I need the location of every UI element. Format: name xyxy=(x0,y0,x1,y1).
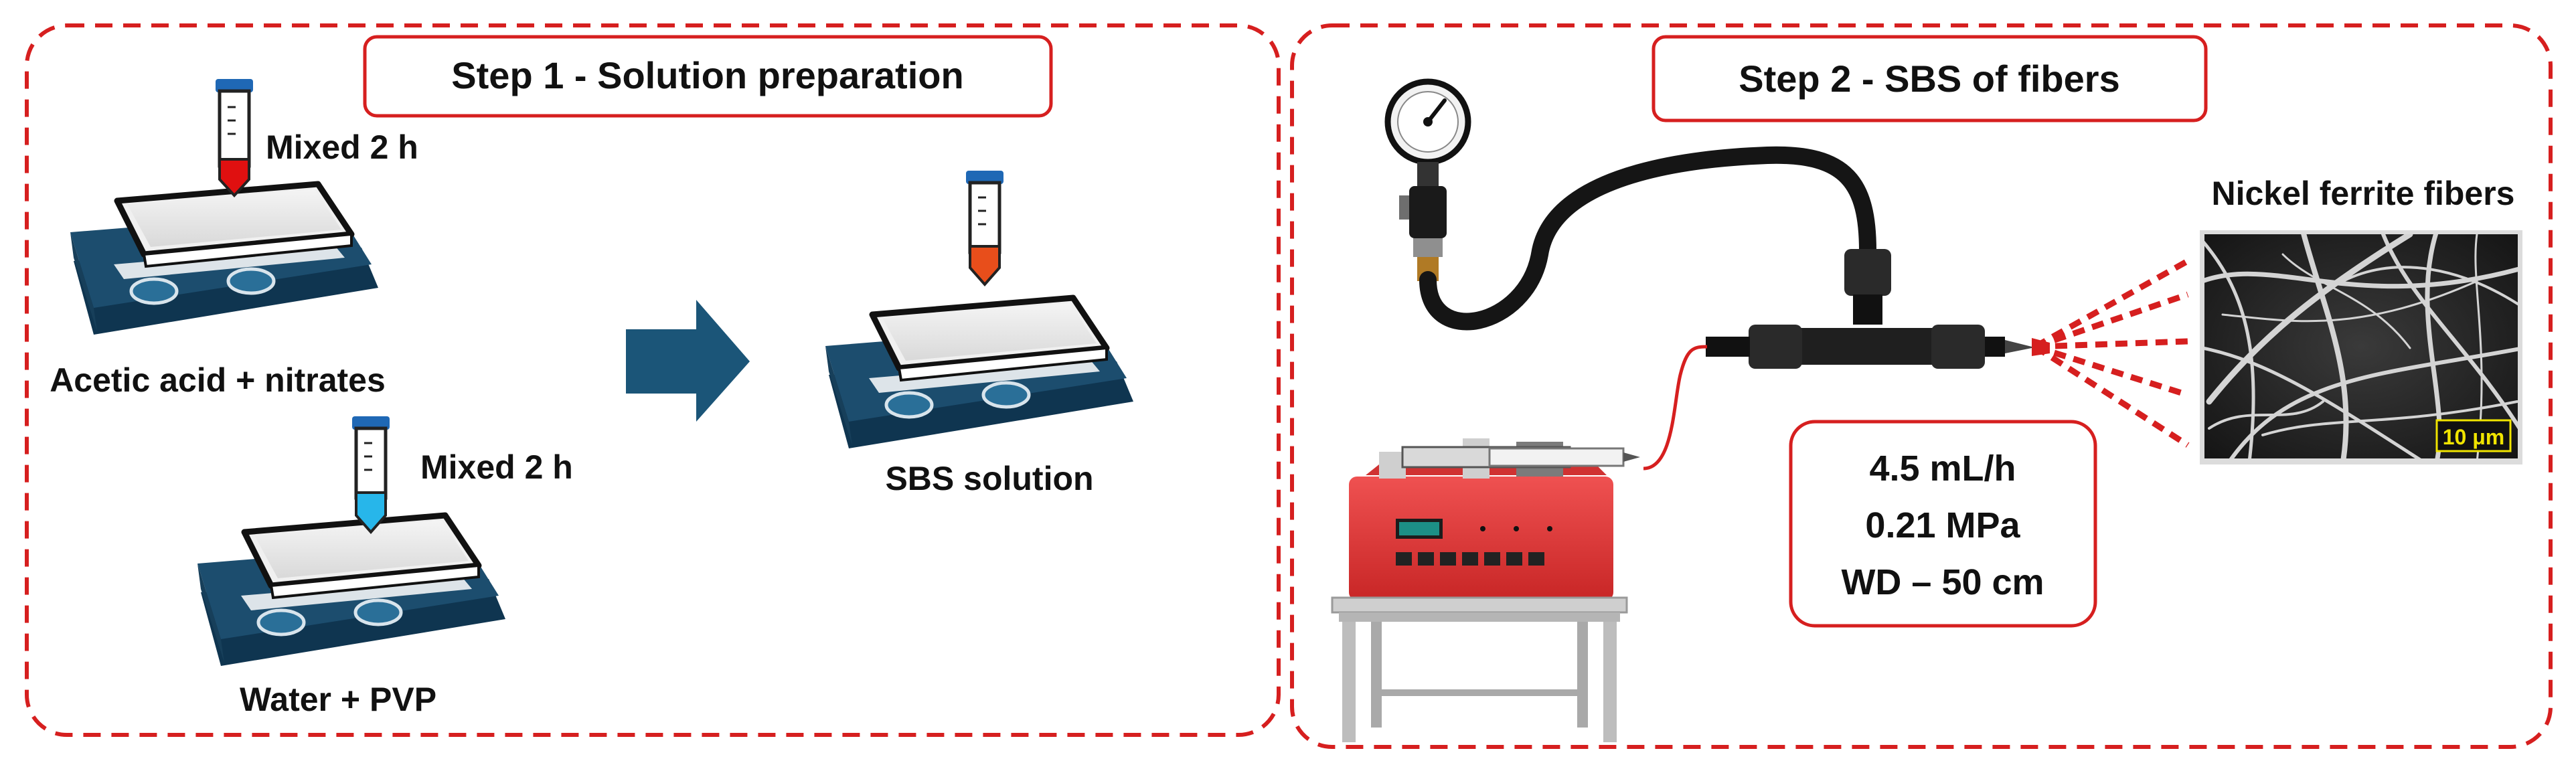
arrow-right-icon xyxy=(626,300,750,422)
plate-top-label: Mixed 2 h xyxy=(266,129,418,166)
step1-title-box xyxy=(363,35,1053,118)
sem-image: 10 μm xyxy=(2200,230,2522,464)
centrifuge-tube-icon xyxy=(352,416,390,535)
syringe-pump-icon xyxy=(1349,438,1640,600)
spray-lines xyxy=(2033,258,2190,448)
result-caption: SBS solution xyxy=(885,460,1093,497)
hot-plate-icon xyxy=(197,515,505,666)
feed-tube xyxy=(1643,345,1708,471)
scale-bar-label: 10 μm xyxy=(2443,425,2505,449)
plate-bottom-caption: Water + PVP xyxy=(240,681,436,718)
step1-title: Step 1 - Solution preparation xyxy=(451,54,963,96)
param-flow-rate: 4.5 mL/h xyxy=(1869,448,2016,489)
param-working-distance: WD – 50 cm xyxy=(1841,562,2044,602)
plate-bottom-label: Mixed 2 h xyxy=(420,448,573,486)
hot-plate-icon xyxy=(825,298,1133,448)
step2-panel xyxy=(1290,23,2553,749)
centrifuge-tube-icon xyxy=(966,171,1003,287)
step2-title: Step 2 - SBS of fibers xyxy=(1739,58,2119,100)
plate-top-caption: Acetic acid + nitrates xyxy=(50,361,386,399)
gas-hose xyxy=(1419,146,1876,331)
step1-panel xyxy=(25,23,1281,737)
lab-table xyxy=(1331,596,1628,742)
centrifuge-tube-icon xyxy=(216,79,253,197)
step2-title-box xyxy=(1652,35,2208,122)
params-box xyxy=(1789,420,2097,628)
nozzle-icon xyxy=(1706,249,2032,369)
param-pressure: 0.21 MPa xyxy=(1865,505,2020,545)
hot-plate-icon xyxy=(70,184,378,335)
fibers-label: Nickel ferrite fibers xyxy=(2212,175,2515,212)
pressure-gauge-icon xyxy=(1384,78,1471,281)
